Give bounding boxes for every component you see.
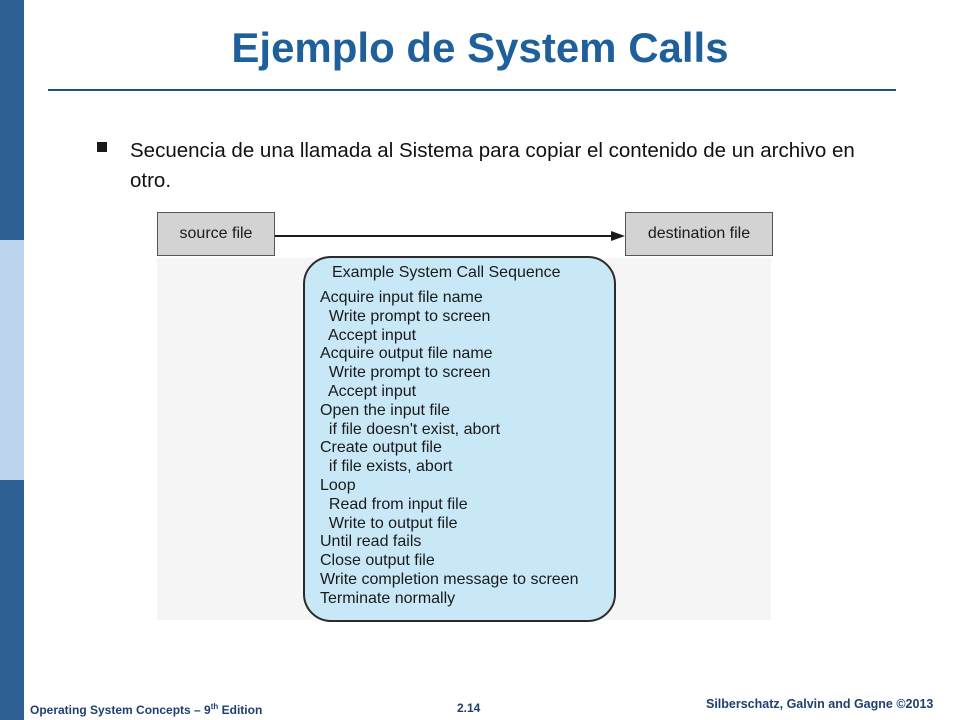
- source-file-label: source file: [179, 225, 253, 242]
- sequence-step: Terminate normally: [320, 589, 456, 607]
- sequence-step: Open the input file: [320, 401, 450, 419]
- sequence-step: Acquire output file name: [320, 345, 493, 363]
- sequence-step: Create output file: [320, 439, 442, 457]
- sidebar-band-bottom: [0, 480, 24, 720]
- footer-book-title: Operating System Concepts – 9th Edition: [30, 702, 262, 717]
- sequence-step: Write prompt to screen: [320, 364, 491, 382]
- sequence-step: Acquire input file name: [320, 289, 483, 306]
- bullet-text: Secuencia de una llamada al Sistema para…: [130, 139, 855, 192]
- sequence-step: Read from input file: [320, 495, 468, 513]
- footer-edition-superscript: th: [210, 702, 219, 711]
- sequence-step: Write completion message to screen: [320, 570, 579, 588]
- sequence-step: Loop: [320, 476, 356, 494]
- sequence-step: Accept input: [320, 326, 417, 344]
- sequence-step: if file exists, abort: [320, 458, 453, 476]
- sidebar-band-middle: [0, 240, 24, 480]
- slide-title: Ejemplo de System Calls: [231, 24, 729, 71]
- sequence-step: if file doesn't exist, abort: [320, 420, 501, 438]
- footer-book-title-prefix: Operating System Concepts – 9: [30, 703, 211, 717]
- destination-file-label: destination file: [647, 225, 751, 242]
- sequence-step: Until read fails: [320, 533, 422, 551]
- sequence-step: Write prompt to screen: [320, 307, 491, 325]
- sequence-step: Accept input: [320, 382, 417, 400]
- sequence-title: Example System Call Sequence: [332, 264, 561, 281]
- sequence-box: [303, 256, 616, 622]
- sequence-steps: Acquire input file name Write prompt to …: [320, 289, 578, 609]
- copy-arrow-icon: [275, 231, 625, 241]
- footer-page-number: 2.14: [457, 701, 481, 715]
- sidebar-band-top: [0, 0, 24, 240]
- destination-file-box: destination file: [625, 212, 773, 256]
- footer-book-title-suffix: Edition: [218, 703, 263, 717]
- sequence-step: Write to output file: [320, 514, 458, 532]
- bullet-square-icon: [97, 142, 107, 152]
- source-file-box: source file: [157, 212, 275, 256]
- sequence-step: Close output file: [320, 552, 435, 570]
- footer-authors: Silberschatz, Galvin and Gagne ©2013: [706, 697, 934, 711]
- title-divider: [48, 89, 896, 91]
